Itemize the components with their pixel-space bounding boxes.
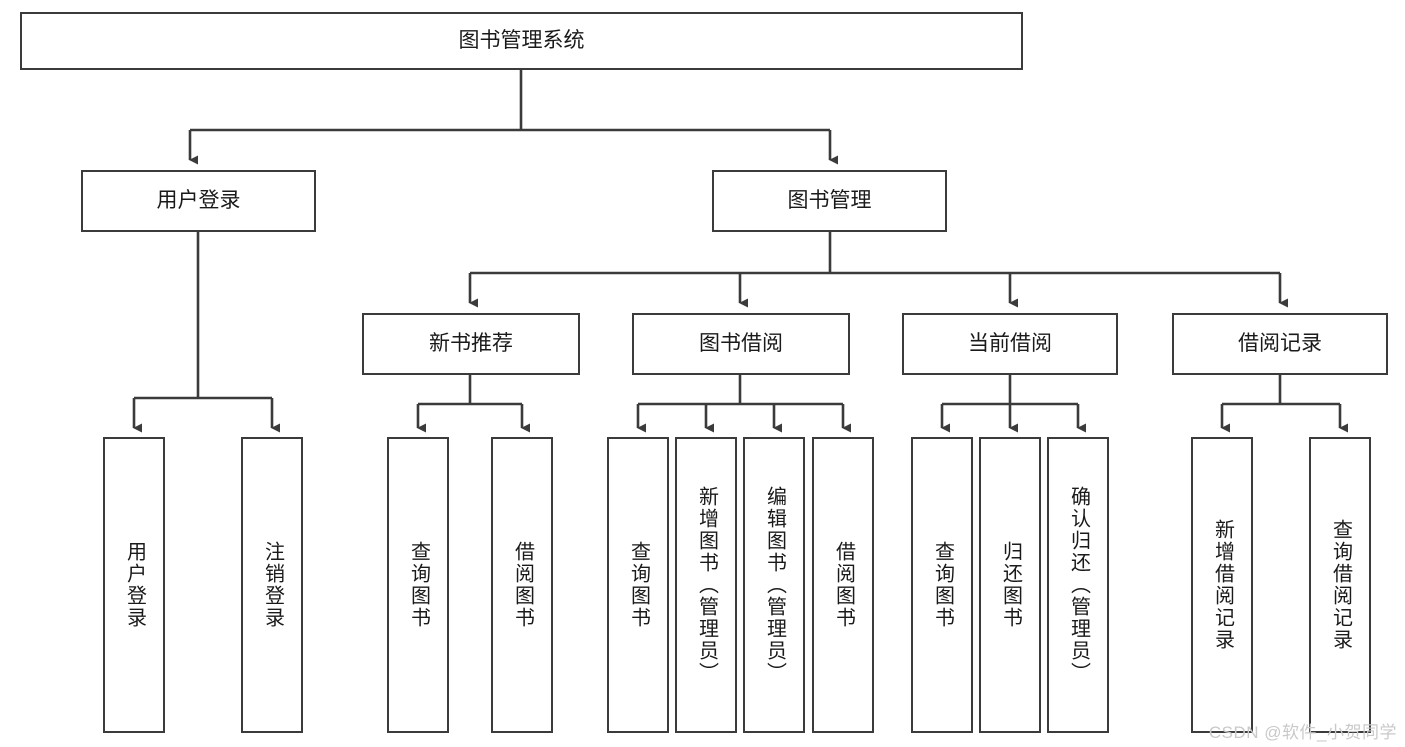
leaf-add-record-label: 新增借阅记录 xyxy=(1211,519,1234,651)
leaf-query-book-1[interactable]: 查询图书 xyxy=(387,437,449,733)
node-current-borrow[interactable]: 当前借阅 xyxy=(902,313,1118,375)
node-book-manage-label: 图书管理 xyxy=(787,188,872,212)
leaf-confirm-return[interactable]: 确认归还（管理员） xyxy=(1047,437,1109,733)
node-new-book-rec-label: 新书推荐 xyxy=(429,331,513,355)
node-new-book-rec[interactable]: 新书推荐 xyxy=(362,313,580,375)
leaf-query-book-1-label: 查询图书 xyxy=(407,541,430,629)
leaf-borrow-book-2[interactable]: 借阅图书 xyxy=(812,437,874,733)
csdn-watermark: CSDN @软件_小贺同学 xyxy=(1208,723,1397,742)
node-root[interactable]: 图书管理系统 xyxy=(20,12,1023,70)
leaf-query-book-2[interactable]: 查询图书 xyxy=(607,437,669,733)
node-book-borrow[interactable]: 图书借阅 xyxy=(632,313,850,375)
leaf-user-login[interactable]: 用户登录 xyxy=(103,437,165,733)
node-user-login[interactable]: 用户登录 xyxy=(81,170,316,232)
leaf-edit-book-label: 编辑图书（管理员） xyxy=(763,486,786,684)
leaf-user-logout-label: 注销登录 xyxy=(261,541,284,629)
leaf-add-book-label: 新增图书（管理员） xyxy=(695,486,718,684)
leaf-return-book-label: 归还图书 xyxy=(999,541,1022,629)
leaf-query-record[interactable]: 查询借阅记录 xyxy=(1309,437,1371,733)
node-root-label: 图书管理系统 xyxy=(458,28,585,52)
leaf-query-record-label: 查询借阅记录 xyxy=(1329,519,1352,651)
leaf-user-login-label: 用户登录 xyxy=(123,541,146,629)
leaf-query-book-2-label: 查询图书 xyxy=(627,541,650,629)
node-book-manage[interactable]: 图书管理 xyxy=(712,170,947,232)
node-borrow-record[interactable]: 借阅记录 xyxy=(1172,313,1388,375)
node-borrow-record-label: 借阅记录 xyxy=(1238,331,1322,355)
leaf-borrow-book-1-label: 借阅图书 xyxy=(511,541,534,629)
leaf-add-book[interactable]: 新增图书（管理员） xyxy=(675,437,737,733)
leaf-user-logout[interactable]: 注销登录 xyxy=(241,437,303,733)
node-current-borrow-label: 当前借阅 xyxy=(968,331,1052,355)
leaf-query-book-3-label: 查询图书 xyxy=(931,541,954,629)
leaf-borrow-book-2-label: 借阅图书 xyxy=(832,541,855,629)
leaf-confirm-return-label: 确认归还（管理员） xyxy=(1067,486,1090,684)
node-book-borrow-label: 图书借阅 xyxy=(699,331,783,355)
leaf-edit-book[interactable]: 编辑图书（管理员） xyxy=(743,437,805,733)
node-user-login-label: 用户登录 xyxy=(156,188,241,212)
leaf-return-book[interactable]: 归还图书 xyxy=(979,437,1041,733)
leaf-borrow-book-1[interactable]: 借阅图书 xyxy=(491,437,553,733)
leaf-add-record[interactable]: 新增借阅记录 xyxy=(1191,437,1253,733)
leaf-query-book-3[interactable]: 查询图书 xyxy=(911,437,973,733)
